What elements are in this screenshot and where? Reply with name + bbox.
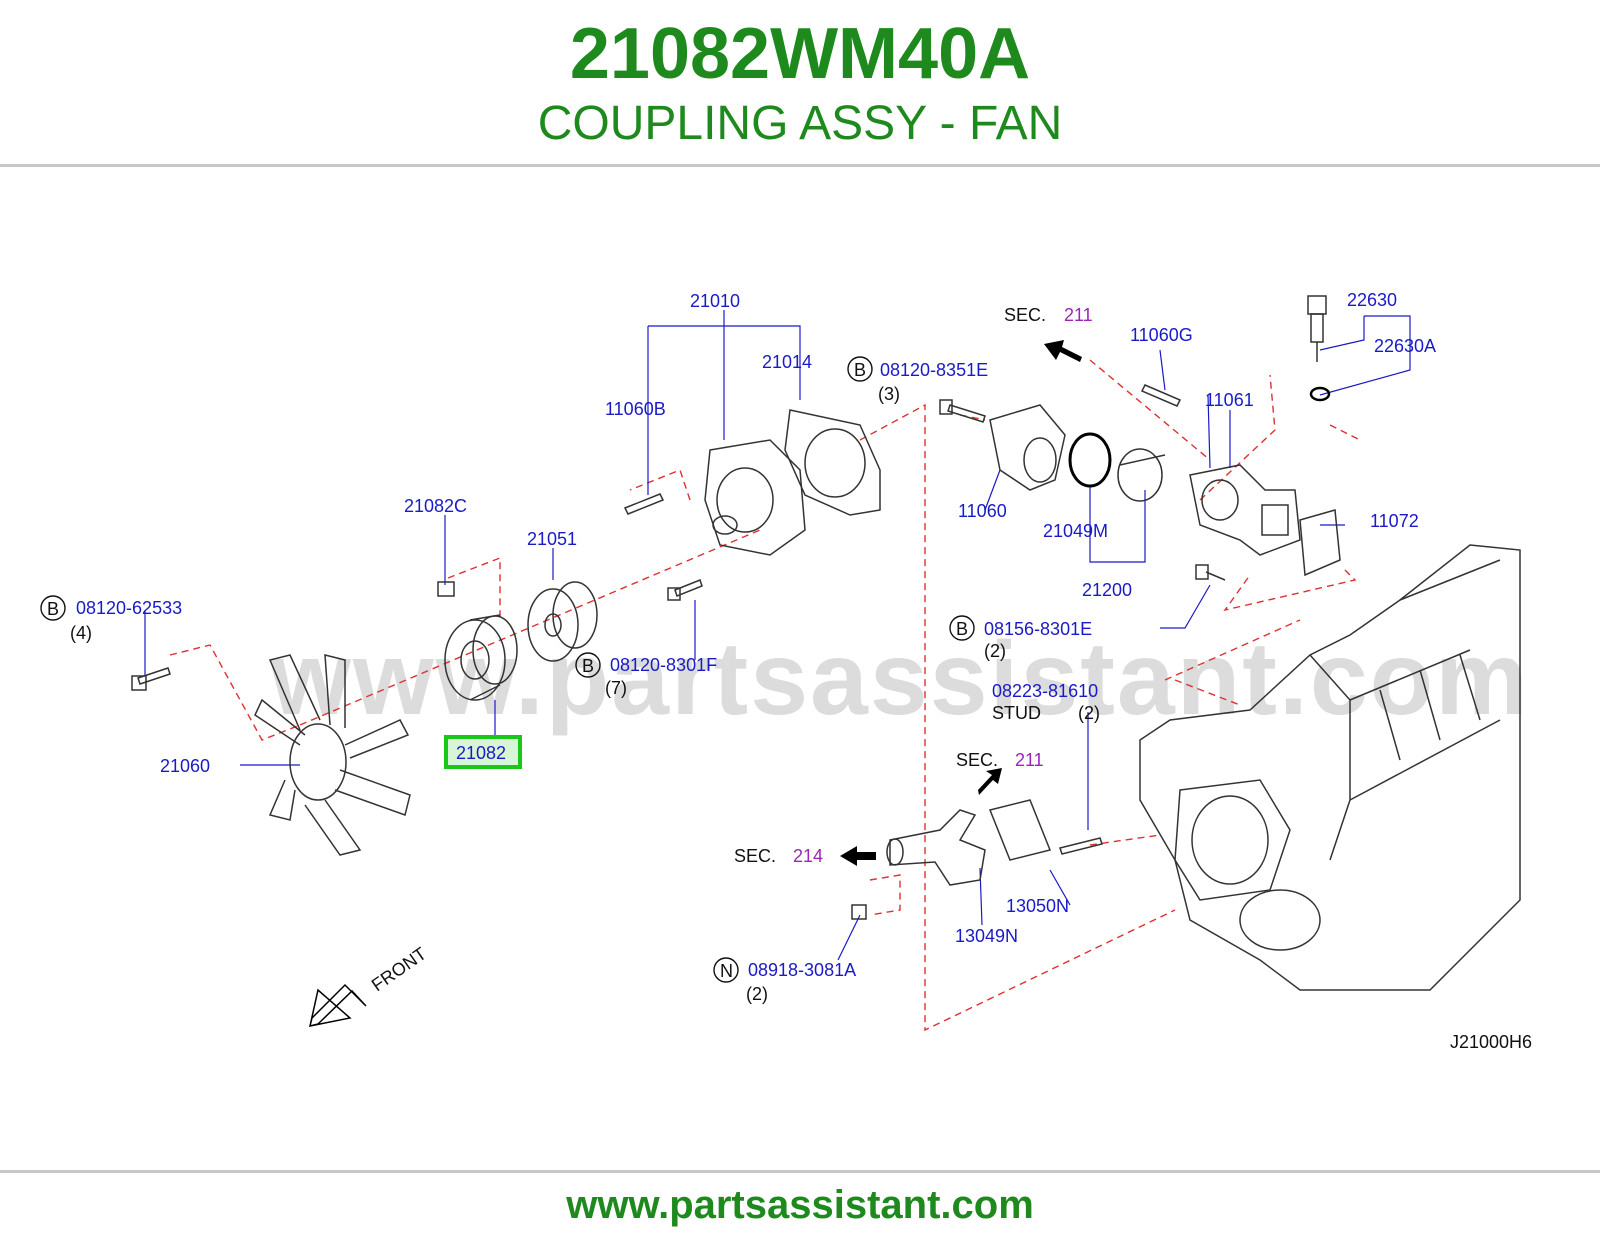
- bolt-62533-drawing: [131, 667, 171, 691]
- o-ring-drawing: [1068, 432, 1112, 488]
- qty-7: (7): [605, 678, 627, 698]
- sensor-drawing: [1307, 295, 1327, 362]
- gasket-13050n-drawing: [988, 799, 1052, 861]
- bolt-8301f-drawing: [667, 579, 703, 601]
- stud-08223-drawing: [1059, 837, 1103, 855]
- sec-prefix-mid: SEC.: [956, 750, 998, 770]
- callout-13050n[interactable]: 13050N: [1006, 896, 1069, 916]
- callout-21014[interactable]: 21014: [762, 352, 812, 372]
- engine-block-drawing: [1139, 544, 1521, 991]
- callout-13049n[interactable]: 13049N: [955, 926, 1018, 946]
- part-name-subtitle: COUPLING ASSY - FAN: [537, 97, 1063, 150]
- b-mark-icon: [847, 356, 873, 382]
- callout-08120-8301f[interactable]: 08120-8301F: [610, 655, 717, 675]
- watermark: www.partsassistant.com: [270, 621, 1530, 737]
- qty-2-c: (2): [746, 984, 768, 1004]
- callout-11060[interactable]: 11060: [958, 501, 1007, 521]
- b-mark-icon: [575, 652, 601, 678]
- stud-11060b-drawing: [623, 493, 665, 515]
- callout-08918-3081a[interactable]: 08918-3081A: [748, 960, 856, 980]
- direction-arrows: [840, 340, 1082, 866]
- callout-22630a[interactable]: 22630A: [1374, 336, 1436, 356]
- sec-214-arrow-icon: [840, 846, 876, 866]
- gasket-11072-drawing: [1299, 509, 1341, 577]
- sec-214[interactable]: 214: [793, 846, 823, 866]
- sec-211-mid[interactable]: 211: [1015, 750, 1044, 770]
- callout-11060b[interactable]: 11060B: [605, 399, 666, 419]
- b-mark-letter: B: [582, 656, 594, 676]
- b-mark-icon: [40, 595, 66, 621]
- callout-11072[interactable]: 11072: [1370, 511, 1419, 531]
- callout-08120-62533[interactable]: 08120-62533: [76, 598, 182, 618]
- part-drawings: [131, 295, 1521, 991]
- callout-21049m[interactable]: 21049M: [1043, 521, 1108, 541]
- bolt-08156-drawing: [1195, 564, 1226, 581]
- leader-lines: [144, 310, 1411, 961]
- qty-3: (3): [878, 384, 900, 404]
- callout-21051[interactable]: 21051: [527, 529, 577, 549]
- sec-prefix-top: SEC.: [1004, 305, 1046, 325]
- diagram-code: J21000H6: [1450, 1032, 1532, 1052]
- fan-blade-drawing: [254, 654, 411, 856]
- n-mark-icon: [713, 957, 739, 983]
- callout-08223-81610[interactable]: 08223-81610: [992, 681, 1098, 701]
- sec-prefix-214: SEC.: [734, 846, 776, 866]
- footer-divider: [0, 1170, 1600, 1173]
- assembly-lines: [169, 359, 1361, 1032]
- nut-21082c-drawing: [437, 581, 455, 597]
- part-number-title: 21082WM40A: [569, 14, 1031, 94]
- stud-11060g-drawing: [1140, 384, 1182, 407]
- callout-21082c[interactable]: 21082C: [404, 496, 467, 516]
- highlight-box: [444, 735, 522, 769]
- front-arrow-icon: [308, 983, 367, 1028]
- callout-21200[interactable]: 21200: [1082, 580, 1132, 600]
- front-label: FRONT: [368, 943, 430, 995]
- circle-marks: [40, 356, 975, 983]
- sec-211-top-arrow-icon: [1044, 340, 1082, 362]
- qty-2-a: (2): [984, 641, 1006, 661]
- sec-211-mid-arrow-icon: [978, 768, 1002, 795]
- qty-4: (4): [70, 623, 92, 643]
- header-divider: [0, 164, 1600, 167]
- callout-21060[interactable]: 21060: [160, 756, 210, 776]
- sensor-washer-drawing: [1309, 386, 1331, 402]
- stud-label: STUD: [992, 703, 1041, 723]
- b-mark-icon: [949, 615, 975, 641]
- pulley-drawing: [527, 581, 598, 662]
- b-mark-letter: B: [47, 599, 59, 619]
- callout-11061[interactable]: 11061: [1205, 390, 1254, 410]
- callout-08156-8301e[interactable]: 08156-8301E: [984, 619, 1092, 639]
- callout-22630[interactable]: 22630: [1347, 290, 1397, 310]
- thermostat-drawing: [1117, 448, 1166, 502]
- water-outlet-drawing: [989, 404, 1066, 491]
- footer-url[interactable]: www.partsassistant.com: [566, 1183, 1034, 1227]
- callout-08120-8351e[interactable]: 08120-8351E: [880, 360, 988, 380]
- sec-211-top[interactable]: 211: [1064, 305, 1093, 325]
- callout-21082[interactable]: 21082: [456, 743, 506, 763]
- nut-08918-drawing: [851, 904, 867, 920]
- qty-2-b: (2): [1078, 703, 1100, 723]
- callout-11060g[interactable]: 11060G: [1130, 325, 1193, 345]
- thermostat-housing-drawing: [1189, 464, 1301, 556]
- n-mark-letter: N: [720, 961, 733, 981]
- b-mark-letter: B: [956, 619, 968, 639]
- callout-21010[interactable]: 21010: [690, 291, 740, 311]
- water-pump-drawing: [704, 439, 806, 556]
- pump-gasket-drawing: [784, 409, 881, 516]
- bolt-8351e-drawing: [939, 399, 986, 423]
- fan-coupling-drawing: [444, 614, 518, 701]
- pipe-13049n-drawing: [886, 809, 986, 886]
- b-mark-letter: B: [854, 360, 866, 380]
